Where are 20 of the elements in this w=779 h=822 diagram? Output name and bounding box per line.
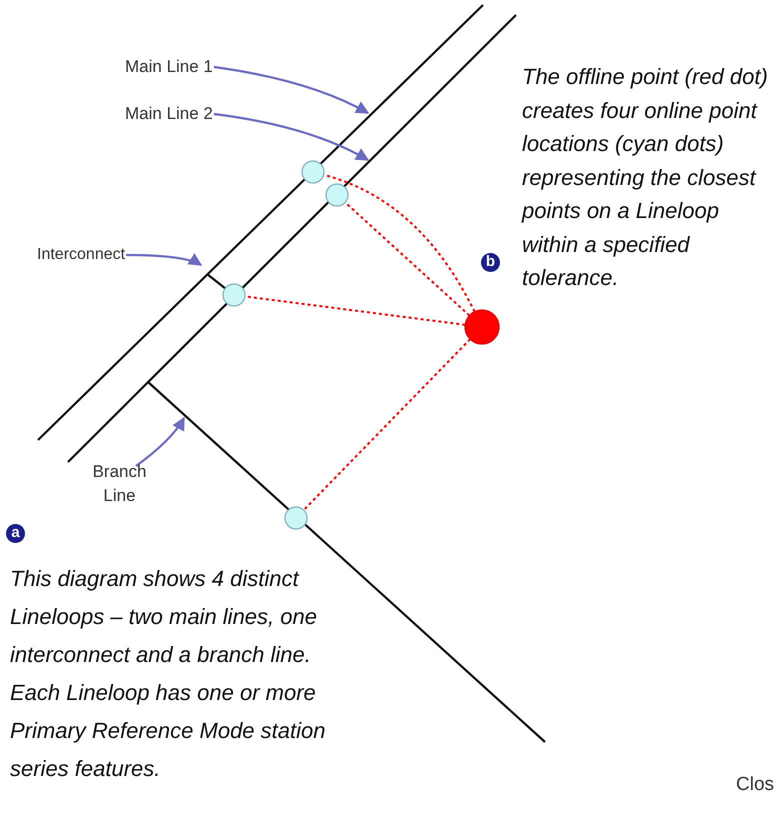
note-text: The offline point (red dot) creates four online point locations (cyan dots) representing the closest points on a Lineloop within a specified tolerance. [522,63,769,292]
offline-point-dot [464,309,500,345]
online-point-dot [325,183,349,207]
online-point-dot [222,283,246,307]
callout-letter: a [6,524,25,543]
online-point-dot [301,160,325,184]
arrow [126,254,202,266]
arrow [214,66,370,114]
dotted-line [302,338,471,511]
line-label: Branch Line [82,460,157,508]
online-point-dot [284,506,308,530]
cut-off-text: Clos [736,774,774,796]
dotted-line [344,202,470,316]
arrow [135,416,185,467]
arrow [214,112,370,161]
line-label: Main Line 2 [125,104,213,124]
callout-letter: b [481,253,500,272]
note-text: This diagram shows 4 distinct Lineloops – two main lines, one interconnect and a branch line. Each Lineloop has one or more Primary Reference Mode station series features. [10,565,326,783]
line-label: Main Line 1 [125,57,213,77]
line-label: Interconnect [37,246,126,264]
